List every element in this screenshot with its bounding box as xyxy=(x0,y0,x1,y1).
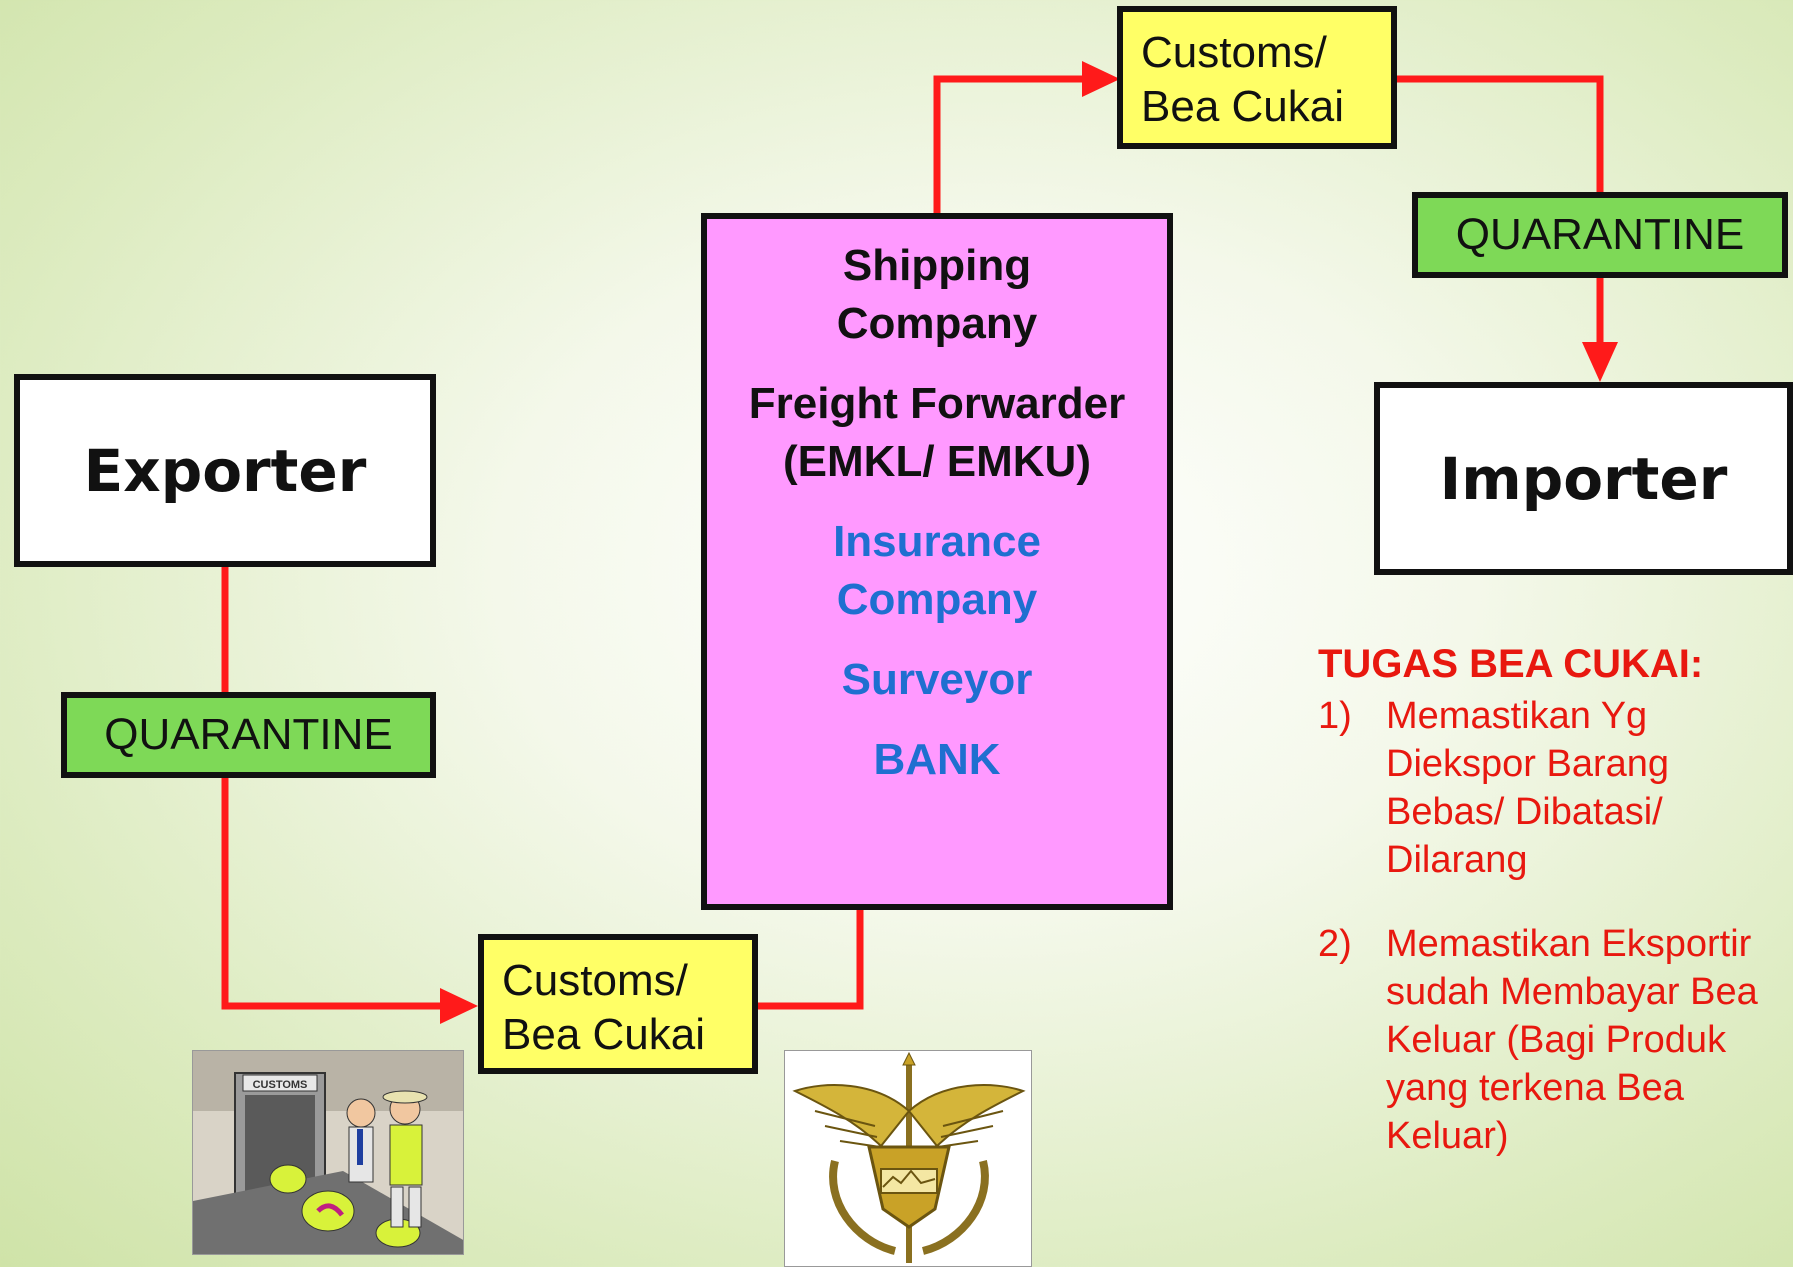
customs-label-line1: Customs/ xyxy=(1141,28,1327,77)
customs-illustration-icon: CUSTOMS xyxy=(193,1051,463,1254)
freight-forwarder-label: Freight Forwarder(EMKL/ EMKU) xyxy=(748,379,1126,486)
quarantine-label: QUARANTINE xyxy=(1455,210,1745,259)
task-text: Memastikan Yg Diekspor Barang Bebas/ Dib… xyxy=(1386,695,1670,881)
customs-box-bottom: Customs/ Bea Cukai xyxy=(478,934,758,1074)
customs-emblem-icon xyxy=(785,1051,1031,1266)
quarantine-box-left: QUARANTINE xyxy=(61,692,436,778)
task-item: 1) Memastikan Yg Diekspor Barang Bebas/ … xyxy=(1318,692,1793,884)
customs-label-line2: Bea Cukai xyxy=(1141,82,1345,131)
task-item: 2) Memastikan Eksportir sudah Membayar B… xyxy=(1318,920,1793,1160)
exporter-to-customs-line xyxy=(221,565,445,1010)
customs-sign-text: CUSTOMS xyxy=(253,1079,308,1091)
arrow-to-customs-top xyxy=(1082,61,1120,97)
importer-label: Importer xyxy=(1439,444,1728,513)
customs-box-top: Customs/ Bea Cukai xyxy=(1117,6,1397,149)
customs-emblem-image xyxy=(784,1050,1032,1267)
exporter-box: Exporter xyxy=(14,374,436,567)
importer-box: Importer xyxy=(1374,382,1793,575)
customs-to-center-line xyxy=(758,906,864,1010)
task-number: 1) xyxy=(1318,695,1352,737)
task-number: 2) xyxy=(1318,923,1352,965)
customs-duties-list: TUGAS BEA CUKAI: 1) Memastikan Yg Dieksp… xyxy=(1318,640,1793,1196)
exporter-label: Exporter xyxy=(83,436,367,505)
surveyor-label: Surveyor xyxy=(841,655,1033,704)
bank-label: BANK xyxy=(873,735,1001,784)
quarantine-label: QUARANTINE xyxy=(104,710,393,759)
arrow-to-importer xyxy=(1582,342,1618,382)
customs-inspection-illustration: CUSTOMS xyxy=(192,1050,464,1255)
task-text: Memastikan Eksportir sudah Membayar Bea … xyxy=(1386,923,1758,1157)
customs-label-line1: Customs/ xyxy=(502,956,688,1005)
quarantine-box-right: QUARANTINE xyxy=(1412,192,1788,278)
customs-label-line2: Bea Cukai xyxy=(502,1010,706,1059)
arrow-to-customs-bottom xyxy=(440,988,478,1024)
tasks-heading: TUGAS BEA CUKAI: xyxy=(1318,642,1704,686)
center-to-customs-line xyxy=(933,75,1085,215)
